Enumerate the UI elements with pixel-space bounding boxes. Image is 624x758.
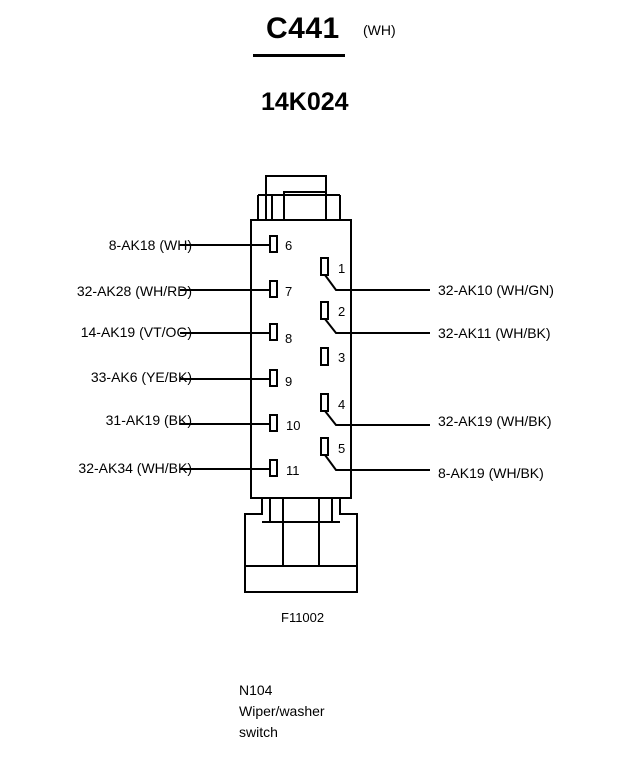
terminal-pin-8 bbox=[269, 323, 278, 341]
connector-body bbox=[250, 219, 352, 499]
wire-pin-4 bbox=[324, 410, 430, 426]
pin-number-1: 1 bbox=[338, 261, 346, 276]
pin-number-9: 9 bbox=[285, 374, 293, 389]
connector-bottom-mount bbox=[244, 498, 358, 593]
pin-number-7: 7 bbox=[285, 284, 293, 299]
circuit-label-pin-5: 8-AK19 (WH/BK) bbox=[438, 465, 544, 481]
terminal-pin-6 bbox=[269, 235, 278, 253]
circuit-label-pin-2: 32-AK11 (WH/BK) bbox=[438, 325, 551, 341]
pin-number-6: 6 bbox=[285, 238, 293, 253]
terminal-pin-10 bbox=[269, 414, 278, 432]
terminal-pin-1 bbox=[320, 257, 329, 276]
terminal-pin-11 bbox=[269, 459, 278, 477]
caption-line-2: Wiper/washer bbox=[239, 703, 325, 719]
circuit-label-pin-9: 33-AK6 (YE/BK) bbox=[90, 369, 192, 385]
circuit-label-pin-7: 32-AK28 (WH/RD) bbox=[76, 283, 192, 299]
pin-number-10: 10 bbox=[286, 418, 301, 433]
circuit-label-pin-10: 31-AK19 (BK) bbox=[105, 412, 192, 428]
circuit-label-pin-6: 8-AK18 (WH) bbox=[108, 237, 192, 253]
terminal-pin-2 bbox=[320, 301, 329, 320]
circuit-label-pin-8: 14-AK19 (VT/OG) bbox=[80, 324, 192, 340]
pin-number-3: 3 bbox=[338, 350, 346, 365]
terminal-group bbox=[269, 235, 329, 477]
connector-color: (WH) bbox=[363, 22, 396, 38]
wire-pin-5 bbox=[324, 454, 430, 471]
connector-top-latch bbox=[257, 175, 341, 221]
connector-id-underline bbox=[253, 54, 345, 57]
figure-id: F11002 bbox=[281, 610, 325, 625]
circuit-label-pin-11: 32-AK34 (WH/BK) bbox=[78, 460, 192, 476]
wire-group bbox=[180, 244, 430, 471]
wire-pin-1 bbox=[324, 274, 430, 291]
pin-number-5: 5 bbox=[338, 441, 346, 456]
terminal-pin-7 bbox=[269, 280, 278, 298]
terminal-pin-9 bbox=[269, 369, 278, 387]
pin-number-4: 4 bbox=[338, 397, 346, 412]
part-number: 14K024 bbox=[261, 88, 349, 116]
terminal-pin-4 bbox=[320, 393, 329, 412]
pin-number-8: 8 bbox=[285, 331, 293, 346]
terminal-pin-5 bbox=[320, 437, 329, 456]
terminal-pin-3 bbox=[320, 347, 329, 366]
pin-number-2: 2 bbox=[338, 304, 346, 319]
connector-id: C441 bbox=[266, 12, 340, 45]
caption-line-1: N104 bbox=[239, 682, 273, 698]
pin-number-11: 11 bbox=[286, 463, 300, 478]
caption-line-3: switch bbox=[239, 724, 278, 740]
circuit-label-pin-1: 32-AK10 (WH/GN) bbox=[438, 282, 554, 298]
circuit-label-pin-4: 32-AK19 (WH/BK) bbox=[438, 413, 552, 429]
wire-pin-2 bbox=[324, 318, 430, 334]
